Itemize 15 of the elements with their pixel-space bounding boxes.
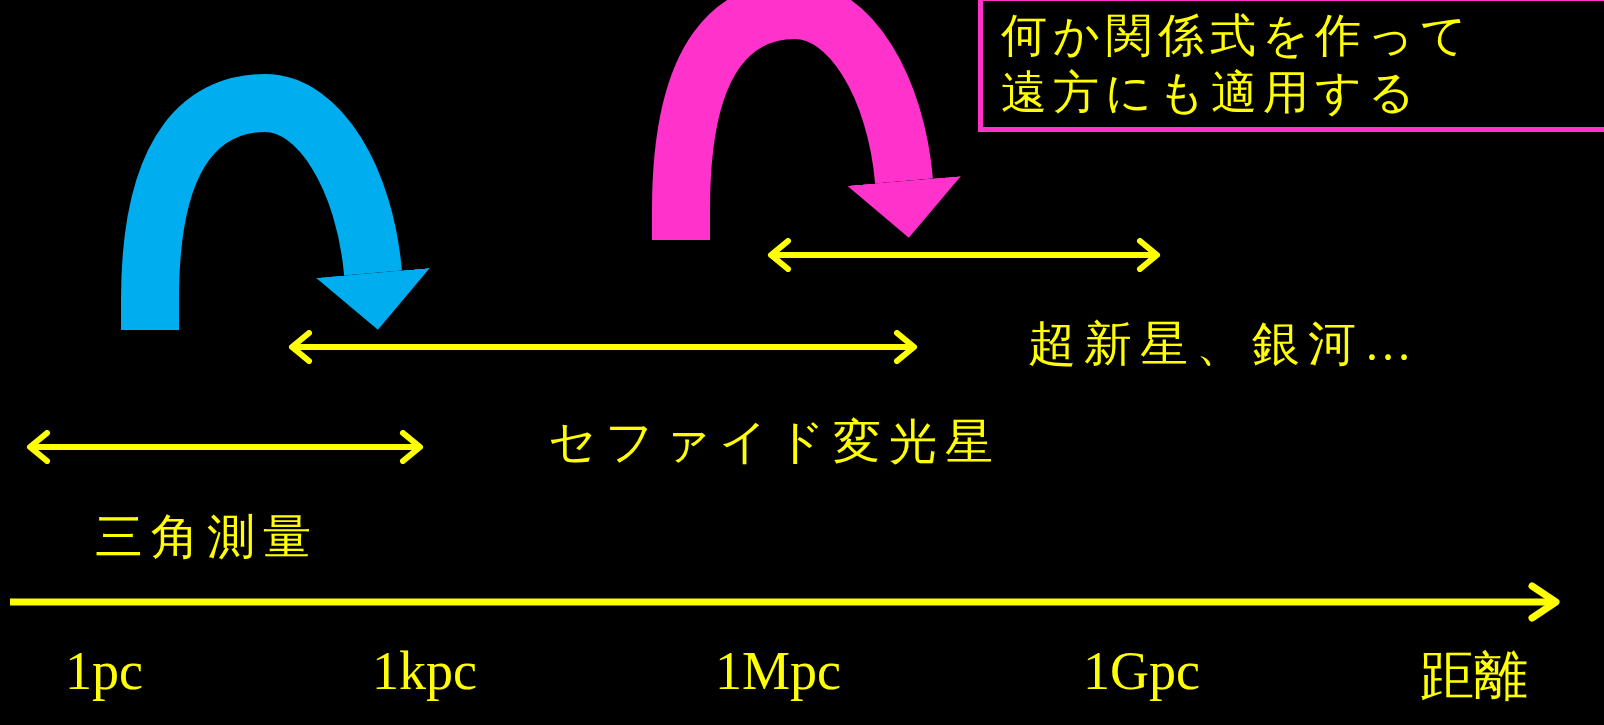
curved-arrow xyxy=(652,0,961,240)
note-box xyxy=(978,0,1604,132)
range-arrow xyxy=(766,238,1162,272)
axis-label: 距離 xyxy=(1420,645,1528,708)
axis-label: 1Gpc xyxy=(1083,640,1200,702)
note-text: 何か関係式を作って遠方にも適用する xyxy=(1001,8,1474,120)
axis-label: 1Mpc xyxy=(715,640,841,702)
method-label: セファイド変光星 xyxy=(548,414,1001,470)
range-arrow xyxy=(25,430,425,464)
method-label: 超新星、銀河… xyxy=(1028,316,1420,372)
method-label: 三角測量 xyxy=(95,509,319,565)
axis-label: 1pc xyxy=(65,640,143,702)
curved-arrow xyxy=(121,74,430,330)
range-arrow xyxy=(287,330,919,364)
axis-label: 1kpc xyxy=(372,640,477,702)
